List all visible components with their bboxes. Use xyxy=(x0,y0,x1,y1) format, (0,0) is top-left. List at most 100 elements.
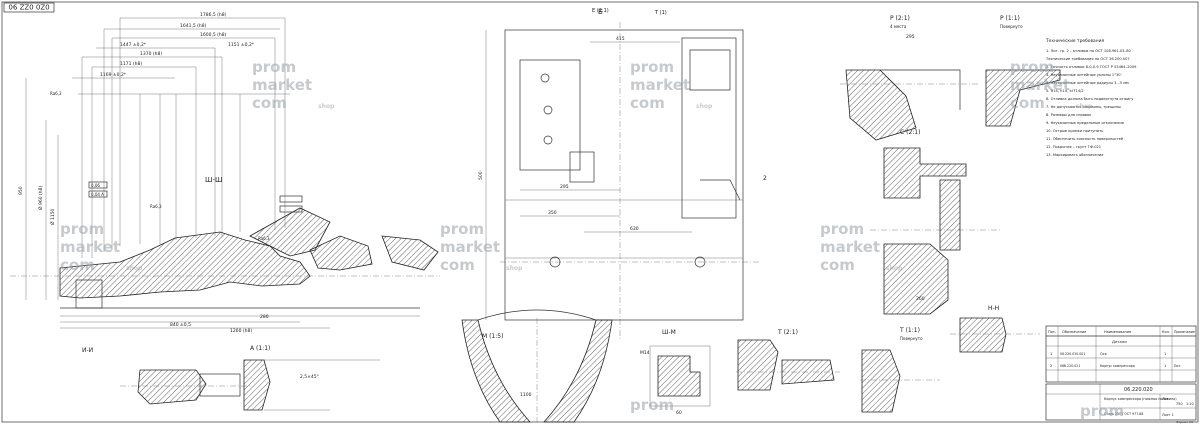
svg-text:market: market xyxy=(440,238,500,256)
view-A: А (1:1) 2,5×45° xyxy=(243,345,380,411)
svg-text:Ось: Ось xyxy=(1100,352,1107,356)
view-A-label: А (1:1) xyxy=(250,345,270,352)
view-T-label: Т (2:1) xyxy=(777,329,798,336)
section-body: 840 ±0,5 1260 (h8) 280 xyxy=(59,207,439,334)
svg-text:prom: prom xyxy=(630,58,674,76)
svg-text:prom: prom xyxy=(440,220,484,238)
dim-1447: 1447 ±0,2* xyxy=(120,42,147,48)
note-line-6: 6. Отливка должна быть подвергнута отжиг… xyxy=(1046,97,1134,101)
note-line-5: 5. H14, h14, ±IT14/2 xyxy=(1046,89,1084,93)
svg-text:com: com xyxy=(252,94,287,112)
svg-text:06.220.020.001: 06.220.020.001 xyxy=(1060,352,1085,356)
spec-section: Детали xyxy=(1112,339,1127,344)
view-T2-sublabel: Повернуто xyxy=(900,336,923,341)
note-line-3: 3. Неуказанные литейные уклоны 1°30' xyxy=(1046,73,1122,77)
svg-text:shop: shop xyxy=(126,265,143,272)
view-B: Б 500 295 350 415 630 2 xyxy=(478,8,767,340)
view-I-I: И-И xyxy=(82,347,250,405)
svg-text:market: market xyxy=(630,76,690,94)
dim-1641: 1641,5 (h8) xyxy=(180,23,207,29)
spec-header-qty: Кол. xyxy=(1162,330,1170,334)
doc-number: 06.220.020 xyxy=(1124,387,1153,393)
svg-text:market: market xyxy=(252,76,312,94)
svg-text:market: market xyxy=(820,238,880,256)
callout-2: 2 xyxy=(763,175,767,182)
svg-text:com: com xyxy=(820,256,855,274)
dim-415: 415 xyxy=(616,36,625,42)
svg-text:shop: shop xyxy=(318,103,335,110)
watermark-5: prom market com shop xyxy=(440,220,523,274)
view-M-dim: 1100 xyxy=(520,392,532,398)
watermark-4: prom market com shop xyxy=(60,220,143,274)
title-block: 06.220.020 Корпус компрессора (нижняя по… xyxy=(1045,383,1197,424)
dim-630: 630 xyxy=(630,226,639,232)
view-S-label: С (2:1) xyxy=(900,129,920,136)
dim-840: 840 ±0,5 xyxy=(170,322,191,328)
view-T2: Т (1:1) Повернуто xyxy=(860,327,940,413)
note-line-7: 7. Не допускаются раковины, трещины xyxy=(1046,105,1121,109)
title-mass: 750 xyxy=(1176,402,1182,406)
view-I-I-label: И-И xyxy=(82,347,93,354)
tol-0-04: 0,04 А xyxy=(91,192,104,197)
svg-text:shop: shop xyxy=(886,265,903,272)
view-M: М (1:5) 1100 xyxy=(461,309,613,423)
spec-header-name: Наименование xyxy=(1104,330,1131,334)
roughness-marks: Ra6,3 Ra6,3 Ra6,3 xyxy=(50,91,270,241)
view-R-label: Р (1:1) xyxy=(1000,15,1020,22)
dim-1786: 1786,5 (h8) xyxy=(200,12,227,18)
note-line-2: 2. Точность отливки 8-0-0-9 ГОСТ Р 53464… xyxy=(1046,65,1137,69)
view-B-label: Б xyxy=(598,8,603,16)
part-name: Корпус компрессора (нижняя половина) xyxy=(1104,397,1177,401)
dim-1171: 1171 (h8) xyxy=(120,61,142,67)
svg-text:shop: shop xyxy=(696,103,713,110)
view-R: Р (1:1) Повернуто xyxy=(985,15,1061,127)
title-format: Формат А1 xyxy=(1176,420,1193,424)
view-E-label: Е (2:1) xyxy=(592,8,609,14)
vertical-extension-lines xyxy=(81,18,286,258)
svg-text:shop: shop xyxy=(506,265,523,272)
view-R-sublabel: Повернуто xyxy=(1000,24,1023,29)
watermark-2: prom market com shop xyxy=(630,58,713,112)
view-NN-label: Н-Н xyxy=(988,305,999,312)
svg-text:market: market xyxy=(60,238,120,256)
svg-text:market: market xyxy=(1010,76,1070,94)
watermark-7: prom xyxy=(630,396,674,414)
view-A-dim: 2,5×45° xyxy=(300,374,319,380)
spec-header-code: Обозначение xyxy=(1062,330,1086,334)
stamp-box: 0Z0 0ZZ 90 xyxy=(3,3,55,13)
title-scale: 1:10 xyxy=(1186,402,1194,406)
svg-text:shop: shop xyxy=(1076,103,1093,110)
view-P: Р (2:1) 4 места 295 xyxy=(840,15,980,141)
stamp-text: 0Z0 0ZZ 90 xyxy=(8,3,49,11)
svg-text:prom: prom xyxy=(1080,402,1124,420)
svg-text:1: 1 xyxy=(1164,364,1166,368)
dim-280: 280 xyxy=(260,314,269,320)
main-section-view: 1786,5 (h8) 1641,5 (h8) 1600,5 (h8) 1447… xyxy=(10,12,440,334)
view-ShM: Ш-М M14 60 xyxy=(640,329,711,416)
svg-text:prom: prom xyxy=(252,58,296,76)
roughness-1: Ra6,3 xyxy=(50,91,62,96)
dim-1151: 1151 ±0,2* xyxy=(228,42,255,48)
note-line-0: 1. Лит. гр. 2 – отливки по ОСТ 108.961.0… xyxy=(1046,49,1132,53)
spec-header-pos: Поз. xyxy=(1048,330,1056,334)
note-line-11: 11. Обеспечить соосность поверхностей xyxy=(1046,137,1124,141)
tolerance-frames: 0,06 0,04 А xyxy=(88,181,303,213)
view-ShM-thread: M14 xyxy=(640,350,650,356)
svg-text:com: com xyxy=(1010,94,1045,112)
svg-text:prom: prom xyxy=(1010,58,1054,76)
tol-0-06: 0,06 xyxy=(91,183,100,188)
view-S: С (2:1) 260 xyxy=(870,129,1000,315)
watermark-1: prom market com shop xyxy=(252,58,335,112)
view-T: Т (2:1) xyxy=(736,329,840,391)
dim-960: Ø 960 (h8) xyxy=(37,186,44,210)
svg-text:prom: prom xyxy=(630,396,674,414)
svg-text:com: com xyxy=(60,256,95,274)
watermark-6: prom market com shop xyxy=(820,220,903,274)
spec-header-note: Примечание xyxy=(1174,330,1195,334)
note-line-12: 12. Покрытие – грунт ГФ-021 xyxy=(1046,145,1101,149)
dim-1260: 1260 (h8) xyxy=(230,328,252,334)
dim-1370: 1370 (h8) xyxy=(140,51,162,57)
